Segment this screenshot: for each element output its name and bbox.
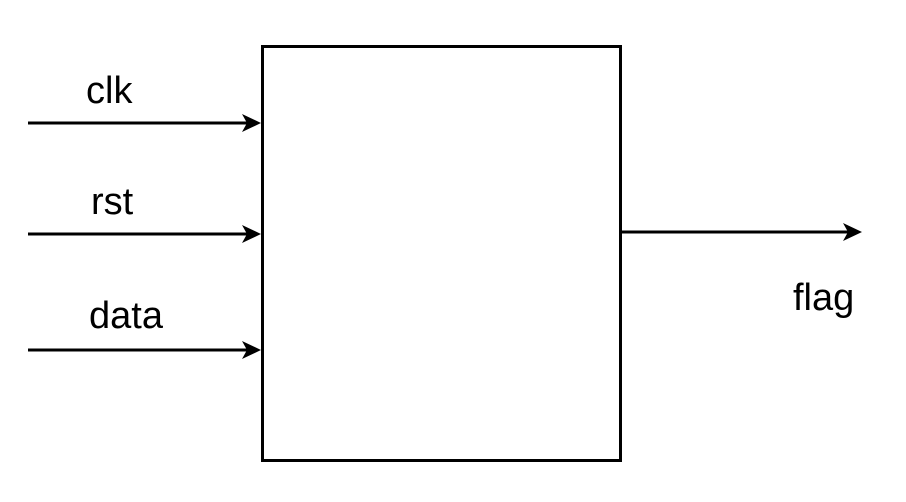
data-arrowhead xyxy=(242,341,261,359)
input-arrow-clk[interactable] xyxy=(28,114,261,132)
input-arrow-data[interactable] xyxy=(28,341,261,359)
signal-label-rst: rst xyxy=(91,181,134,223)
clk-arrowhead xyxy=(242,114,261,132)
rst-arrowhead xyxy=(242,225,261,243)
module-block-rect[interactable] xyxy=(261,45,622,462)
signal-label-clk: clk xyxy=(86,70,133,112)
output-arrow-flag[interactable] xyxy=(621,223,862,241)
signal-label-flag: flag xyxy=(793,277,855,319)
input-arrow-rst[interactable] xyxy=(28,225,261,243)
flag-arrowhead xyxy=(843,223,862,241)
signal-label-data: data xyxy=(89,295,163,337)
